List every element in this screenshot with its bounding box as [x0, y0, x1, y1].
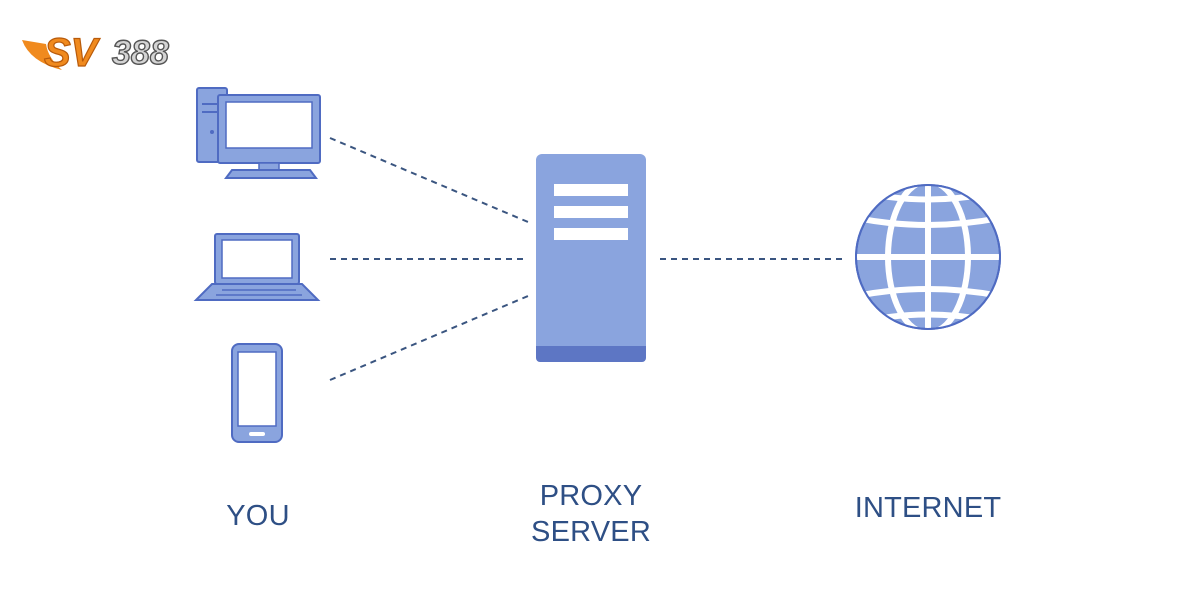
internet-label-text: INTERNET: [854, 492, 1002, 524]
proxy-server-icon: [536, 154, 646, 362]
laptop-icon: [193, 233, 321, 301]
desktop-computer-icon: [196, 87, 321, 179]
line-desktop-proxy: [329, 137, 529, 223]
internet-label: INTERNET: [836, 490, 1020, 526]
connection-lines: [329, 137, 845, 381]
smartphone-icon: [231, 343, 283, 443]
globe-icon: [855, 184, 1001, 330]
svg-text:388: 388: [112, 34, 169, 72]
proxy-label-line-2: SERVER: [531, 516, 651, 548]
you-label-text: YOU: [226, 500, 290, 532]
proxy-server-label: PROXY SERVER: [520, 478, 662, 550]
line-phone-proxy: [329, 295, 529, 381]
proxy-label-line-1: PROXY: [539, 480, 643, 512]
svg-text:SV: SV: [44, 31, 101, 75]
sv388-logo: SV 388: [22, 30, 170, 76]
you-label: YOU: [198, 498, 318, 534]
